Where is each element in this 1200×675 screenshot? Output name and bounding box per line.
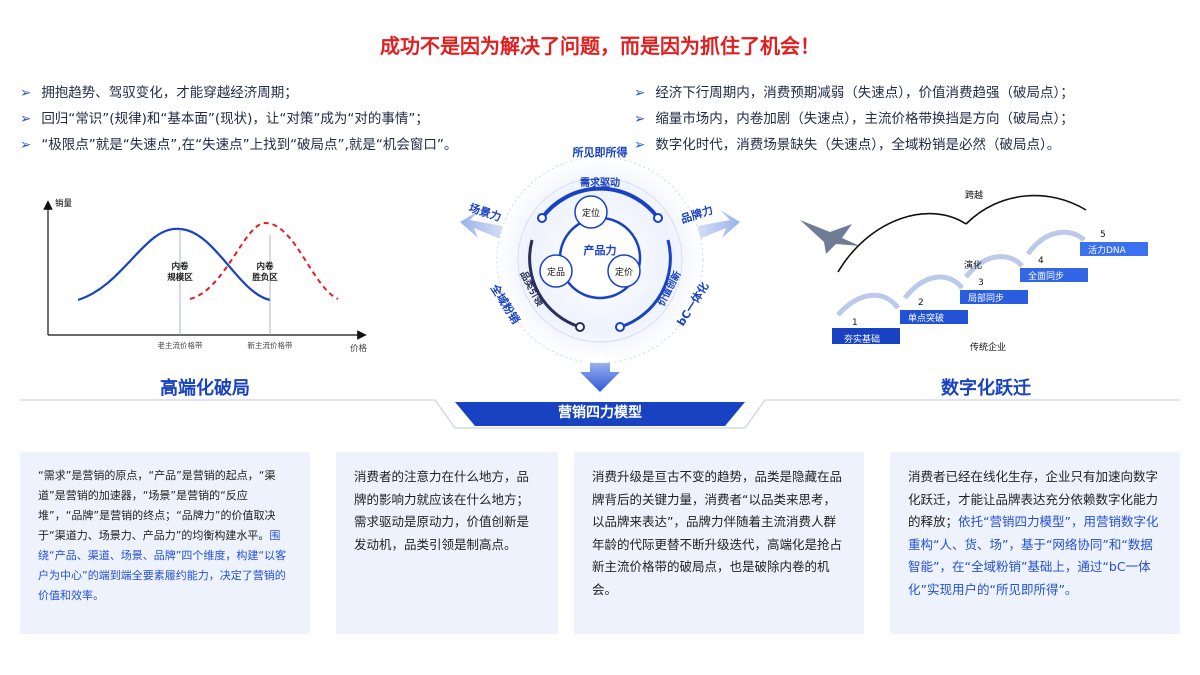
model-title: 营销四力模型 xyxy=(558,405,642,421)
step-1-label: 夯实基础 xyxy=(844,333,880,345)
left-bullet: ➢拥抱趋势、驾驭变化，才能穿越经济周期； xyxy=(20,85,298,101)
step-1 xyxy=(832,328,900,344)
demand-label: 需求驱动 xyxy=(580,176,620,189)
model-left-label: 场景力 xyxy=(467,200,503,224)
traditional-label: 传统企业 xyxy=(970,341,1006,353)
evolve-arc-3 xyxy=(964,254,1024,279)
step-5-num: 5 xyxy=(1100,230,1106,240)
divider-line xyxy=(20,399,1180,429)
box1-text: “需求”是营销的原点，“产品”是营销的起点，“渠道”是营销的加速器，“场景”是营… xyxy=(38,469,276,542)
box4-text: 消费者已经在线化生存，企业只有加速向数字化跃迁，才能让品牌表达充分依赖数字化能力… xyxy=(908,469,1159,529)
box2-text: 消费者的注意力在什么地方，品牌的影响力就应该在什么地方；需求驱动是原动力，价值创… xyxy=(354,469,530,552)
evolve-label: 演化 xyxy=(964,259,982,271)
left-bullet-list: ➢拥抱趋势、驾驭变化，才能穿越经济周期； ➢回归“常识”(规律)和“基本面”(现… xyxy=(20,80,457,158)
step-4-num: 4 xyxy=(1038,256,1044,266)
step-3-label: 局部同步 xyxy=(968,292,1004,304)
digital-leap-chart: 跨越 演化 传统企业 1 夯实基础 2 单点突破 3 局部同步 4 全面同步 5… xyxy=(800,189,1148,353)
step-2-num: 2 xyxy=(918,298,924,308)
right-section-title: 数字化跃迁 xyxy=(941,378,1031,399)
right-bullet: ➢缩量市场内，内卷加剧（失速点），主流价格带换挡是方向（破局点）； xyxy=(634,111,1074,127)
node-product-def-label: 定品 xyxy=(547,266,565,278)
step-3-num: 3 xyxy=(978,278,984,288)
price-band-chart: 销量 价格 内卷 规模区 内卷 胜负区 老主流价格带 新主流价格带 xyxy=(43,198,368,354)
node-position-label: 定位 xyxy=(582,207,600,219)
arrow-icon: ➢ xyxy=(20,111,32,127)
model-title-bar xyxy=(455,402,745,426)
value-arc xyxy=(619,239,672,329)
text-box-1: “需求”是营销的原点，“产品”是营销的起点，“渠道”是营销的加速器，“场景”是营… xyxy=(20,452,310,634)
model-bottom-label: 渠道力 xyxy=(584,352,615,365)
zone2-label-top: 内卷 xyxy=(256,261,274,272)
zone1-label-top: 内卷 xyxy=(171,261,189,272)
headline: 成功不是因为解决了问题，而是因为抓住了机会！ xyxy=(380,34,820,58)
x-axis-label: 价格 xyxy=(350,343,368,354)
middle-ring xyxy=(517,177,683,343)
node-product-def xyxy=(539,254,573,288)
right-bullet: ➢经济下行周期内，消费预期减弱（失速点），价值消费趋强（破局点）； xyxy=(634,85,1074,101)
node-position xyxy=(574,195,608,229)
leap-label: 跨越 xyxy=(965,189,983,201)
step-2-label: 单点突破 xyxy=(908,312,944,324)
left-section-title: 高端化破局 xyxy=(160,378,250,399)
leap-arc-1 xyxy=(837,212,967,273)
left-bullet: ➢回归“常识”(规律)和“基本面”(现状)，让“对策”成为“对的事情”； xyxy=(20,111,429,127)
arrow-icon: ➢ xyxy=(20,85,32,101)
leap-arc-2 xyxy=(965,194,1087,225)
node-pricing-label: 定价 xyxy=(615,266,633,278)
model-top-label: 所见即所得 xyxy=(573,145,628,159)
divider-band xyxy=(20,399,1180,429)
left-bullet: ➢“极限点”就是“失速点”,在“失速点”上找到“破局点”,就是“机会窗口”。 xyxy=(20,137,458,153)
arrow-icon: ➢ xyxy=(20,137,32,153)
demand-arc xyxy=(540,186,660,220)
four-power-model: 所见即所得 场景力 品牌力 需求驱动 品类引领 价值创新 产品力 定位 定品 定… xyxy=(460,145,740,392)
box3-text: 消费升级是亘古不变的趋势，品类是隐藏在品牌背后的关键力量，消费者“以品类来思考，… xyxy=(592,469,843,597)
arrow-icon: ➢ xyxy=(634,137,646,153)
step-5 xyxy=(1080,242,1148,256)
tick-new-band: 新主流价格带 xyxy=(248,340,293,350)
step-3 xyxy=(960,290,1028,304)
arrow-icon: ➢ xyxy=(634,85,646,101)
step-1-num: 1 xyxy=(852,318,858,328)
text-box-2: 消费者的注意力在什么地方，品牌的影响力就应该在什么地方；需求驱动是原动力，价值创… xyxy=(336,452,558,634)
tick-old-band: 老主流价格带 xyxy=(158,340,203,350)
right-bullet: ➢数字化时代，消费场景缺失（失速点），全域粉销是必然（破局点）。 xyxy=(634,137,1061,153)
step-4-label: 全面同步 xyxy=(1028,270,1064,282)
y-axis-label: 销量 xyxy=(55,198,73,209)
step-2 xyxy=(900,310,968,324)
evolve-arc-4 xyxy=(1025,229,1086,256)
category-arc xyxy=(528,239,581,329)
zone2-label-bottom: 胜负区 xyxy=(251,272,278,283)
old-curve xyxy=(77,227,271,302)
center-label: 产品力 xyxy=(584,243,617,257)
zone1-label-bottom: 规模区 xyxy=(167,272,193,283)
new-curve xyxy=(189,221,339,300)
text-box-3: 消费升级是亘古不变的趋势，品类是隐藏在品牌背后的关键力量，消费者“以品类来思考，… xyxy=(574,452,864,634)
box1-highlight: 围绕“产品、渠道、场景、品牌”四个维度，构建“以客户为中心”的端到端全要素履约能… xyxy=(38,529,287,602)
text-box-4: 消费者已经在线化生存，企业只有加速向数字化跃迁，才能让品牌表达充分依赖数字化能力… xyxy=(890,452,1180,634)
eagle-icon xyxy=(800,220,860,254)
evolve-arc-1 xyxy=(836,292,901,317)
evolve-arc-2 xyxy=(903,274,964,300)
step-4 xyxy=(1020,268,1088,282)
node-pricing xyxy=(607,254,641,288)
arrow-icon: ➢ xyxy=(634,111,646,127)
step-5-label: 活力DNA xyxy=(1088,244,1127,256)
right-bullet-list: ➢经济下行周期内，消费预期减弱（失速点），价值消费趋强（破局点）； ➢缩量市场内… xyxy=(634,80,1074,158)
box4-highlight: 依托“营销四力模型”，用营销数字化重构“人、货、场”，基于“网络协同”和“数据智… xyxy=(908,514,1159,597)
